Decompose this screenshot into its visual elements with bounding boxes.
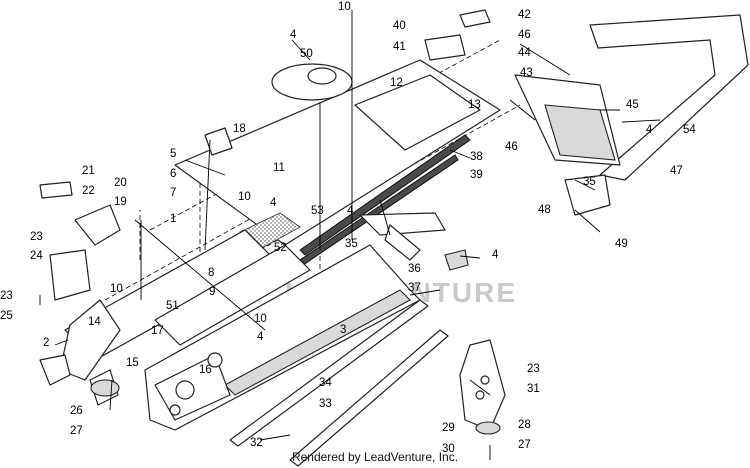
callout-20: 20: [114, 177, 127, 189]
callout-46: 46: [518, 29, 531, 41]
callout-11: 11: [273, 162, 285, 174]
callout-21: 21: [82, 165, 95, 177]
callout-48: 48: [538, 204, 551, 216]
callout-7: 7: [170, 187, 176, 199]
callout-28: 28: [518, 419, 531, 431]
callout-17: 17: [151, 325, 164, 337]
callout-30: 30: [442, 443, 455, 455]
callout-25: 25: [0, 310, 13, 322]
callout-33: 33: [319, 398, 332, 410]
callout-8: 8: [208, 267, 214, 279]
callout-29: 29: [442, 422, 455, 434]
callout-52: 52: [274, 242, 287, 254]
callout-23: 23: [527, 363, 540, 375]
callout-49: 49: [615, 238, 628, 250]
callout-47: 47: [670, 165, 683, 177]
callout-15: 15: [126, 357, 139, 369]
callout-14: 14: [88, 316, 101, 328]
callout-34: 34: [319, 377, 332, 389]
callout-54: 54: [683, 124, 696, 136]
callout-43: 43: [520, 67, 533, 79]
callout-12: 12: [390, 77, 403, 89]
callout-4: 4: [646, 124, 653, 136]
callout-18: 18: [233, 123, 246, 135]
lower-right-bracket: [459, 339, 506, 435]
callout-10: 10: [338, 1, 351, 13]
callout-53: 53: [311, 205, 324, 217]
callout-10: 10: [110, 283, 123, 295]
callout-32: 32: [250, 437, 263, 449]
left-running-board: [59, 229, 311, 381]
callout-51: 51: [166, 300, 179, 312]
callout-5: 5: [170, 148, 176, 160]
callout-35: 35: [345, 238, 358, 250]
callout-46: 46: [505, 141, 518, 153]
callout-4: 4: [290, 29, 297, 41]
callout-26: 26: [70, 405, 83, 417]
callout-40: 40: [393, 20, 406, 32]
callout-10: 10: [254, 313, 267, 325]
lower-rails: [229, 299, 449, 467]
callout-27: 27: [518, 439, 531, 451]
callout-39: 39: [470, 169, 483, 181]
leader-lines: [39, 10, 661, 460]
callout-3: 3: [340, 324, 346, 336]
lower-side-frame: [144, 244, 421, 431]
callout-50: 50: [300, 48, 313, 60]
rear-bumper: [514, 14, 749, 216]
callout-37: 37: [408, 282, 421, 294]
callout-41: 41: [393, 41, 406, 53]
callout-16: 16: [199, 364, 212, 376]
callout-2: 2: [43, 337, 49, 349]
callout-35: 35: [583, 176, 596, 188]
callout-31: 31: [527, 383, 540, 395]
callout-labels: 10 42 40 41 4 46 44 50 12 43 13 45 18 4 …: [0, 1, 696, 455]
callout-9: 9: [209, 286, 215, 298]
callout-45: 45: [626, 99, 639, 111]
seat-pad: [271, 63, 353, 101]
part-26-cap: [90, 379, 120, 397]
right-side-rail: [359, 212, 469, 271]
callout-38: 38: [470, 151, 483, 163]
callout-36: 36: [408, 263, 421, 275]
callout-42: 42: [518, 9, 531, 21]
callout-27: 27: [70, 425, 83, 437]
callout-22: 22: [82, 185, 95, 197]
callout-1: 1: [170, 213, 176, 225]
callout-23: 23: [30, 231, 43, 243]
callout-23: 23: [0, 290, 13, 302]
render-credit: Rendered by LeadVenture, Inc.: [291, 450, 459, 464]
callout-4: 4: [257, 331, 264, 343]
callout-44: 44: [518, 47, 531, 59]
callout-4: 4: [347, 205, 354, 217]
callout-4: 4: [492, 249, 499, 261]
callout-6: 6: [170, 168, 176, 180]
callout-19: 19: [114, 196, 127, 208]
callout-4: 4: [270, 197, 277, 209]
callout-13: 13: [468, 99, 481, 111]
callout-10: 10: [238, 191, 251, 203]
callout-24: 24: [30, 250, 43, 262]
upper-bracket-assembly: [424, 9, 491, 61]
